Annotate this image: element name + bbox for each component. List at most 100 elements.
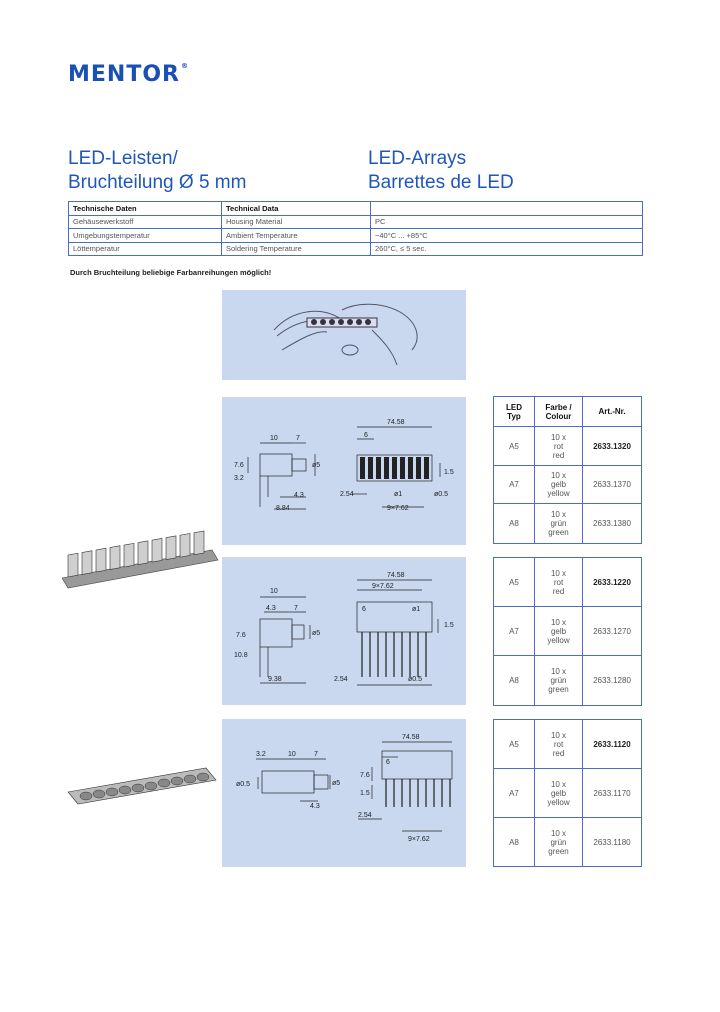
colour-de: rot	[553, 441, 564, 451]
colour-en: red	[552, 450, 565, 460]
dim-label: 1.5	[444, 622, 454, 629]
logo-text: MENTOR	[68, 62, 180, 87]
typ-cell: A7	[493, 606, 535, 656]
dim-label: ø5	[312, 630, 320, 637]
colour-de: rot	[553, 739, 564, 749]
art-cell: 2633.1180	[582, 817, 642, 867]
dim-label: 9×7.62	[408, 836, 430, 843]
dim-label: 7	[296, 435, 300, 442]
spec-row: Umgebungstemperatur Ambient Temperature …	[68, 228, 643, 243]
dim-label: 74.58	[387, 419, 405, 426]
drawing-panel-2: 10 4.3 7 7.6 10.8 9.38 ø5 74.58 9×7.62 6…	[222, 557, 466, 705]
title-german: LED-Leisten/ Bruchteilung Ø 5 mm	[68, 147, 246, 195]
colour-qty: 10 x	[550, 432, 567, 442]
colour-en: green	[548, 528, 569, 537]
colour-qty: 10 x	[550, 568, 567, 578]
colour-en: green	[548, 846, 569, 856]
colour-de: gelb	[550, 626, 567, 636]
art-cell: 2633.1380	[582, 503, 642, 544]
spec-header-row: Technische Daten Technical Data	[68, 201, 643, 216]
header-colour-en: Colour	[545, 411, 572, 421]
typ-cell: A8	[493, 817, 535, 867]
colour-en: yellow	[547, 489, 570, 498]
spec-header-en: Technical Data	[221, 201, 371, 216]
header-farbe: Farbe /	[545, 402, 572, 412]
dim-label: 9.38	[268, 676, 282, 683]
typ-cell: A7	[493, 465, 535, 504]
dim-label: 10	[270, 588, 278, 595]
dim-label: 9×7.62	[387, 505, 409, 512]
typ-cell: A5	[493, 719, 535, 769]
colour-de: gelb	[550, 480, 567, 489]
spec-cell: Soldering Temperature	[221, 241, 371, 256]
title-en-line1: LED-Arrays	[368, 148, 467, 169]
header-colour: Farbe /Colour	[534, 396, 583, 427]
colour-qty: 10 x	[550, 617, 567, 627]
colour-en: yellow	[547, 635, 570, 645]
drawing-panel-3: 3.2 10 7 ø0.5 ø5 4.3 74.58 6 7.6 1.5 2.5…	[222, 719, 466, 867]
dim-label: 10	[270, 435, 278, 442]
led-array-photo-2	[67, 767, 217, 805]
dim-label: 6	[364, 432, 368, 439]
dim-label: 3.2	[234, 475, 244, 482]
dimension-drawing-1: 10 7 7.6 3.2 4.3 8.84 ø5 74.58 6 1.5 2.5…	[234, 419, 454, 512]
colour-en: red	[552, 586, 565, 596]
art-cell: 2633.1270	[582, 606, 642, 656]
dim-label: 7	[314, 751, 318, 758]
colour-en: yellow	[547, 797, 570, 807]
typ-cell: A8	[493, 503, 535, 544]
spec-cell: Umgebungstemperatur	[68, 228, 222, 243]
dimension-drawing-3: 3.2 10 7 ø0.5 ø5 4.3 74.58 6 7.6 1.5 2.5…	[236, 734, 453, 843]
dim-label: ø1	[412, 606, 420, 613]
dim-label: 7	[294, 605, 298, 612]
title-de-line1: LED-Leisten/	[68, 148, 178, 169]
colour-qty: 10 x	[550, 730, 567, 740]
dim-label: 10	[288, 751, 296, 758]
led-strip-in-hand	[306, 317, 378, 328]
dim-label: ø0.5	[408, 676, 422, 683]
colour-qty: 10 x	[550, 828, 567, 838]
title-en-line2: Barrettes de LED	[368, 172, 514, 193]
dim-label: ø5	[332, 780, 340, 787]
title-english: LED-Arrays Barrettes de LED	[368, 147, 514, 195]
mentor-logo: MENTOR®	[68, 62, 189, 87]
dim-label: 7.6	[234, 462, 244, 469]
dim-label: 74.58	[402, 734, 420, 741]
typ-cell: A5	[493, 426, 535, 466]
spec-cell: Ambient Temperature	[221, 228, 371, 243]
dim-label: 4.3	[294, 492, 304, 499]
art-cell: 2633.1320	[582, 426, 642, 466]
typ-cell: A5	[493, 557, 535, 607]
dim-label: 10.8	[234, 652, 248, 659]
colour-en: green	[548, 685, 569, 694]
header-led: LED	[506, 402, 522, 412]
colour-qty: 10 x	[550, 510, 567, 519]
registered-mark: ®	[180, 62, 189, 70]
dim-label: 6	[362, 606, 366, 613]
dim-label: ø0.5	[434, 491, 448, 498]
dim-label: 2.54	[358, 812, 372, 819]
title-de-line2: Bruchteilung Ø 5 mm	[68, 172, 247, 193]
dim-label: ø0.5	[236, 781, 250, 788]
dim-label: 4.3	[266, 605, 276, 612]
spec-row: Löttemperatur Soldering Temperature 260°…	[68, 241, 643, 256]
art-cell: 2633.1370	[582, 465, 642, 504]
dim-label: 3.2	[256, 751, 266, 758]
spec-cell: Housing Material	[221, 214, 371, 229]
dim-label: 7.6	[236, 632, 246, 639]
colour-qty: 10 x	[550, 779, 567, 789]
